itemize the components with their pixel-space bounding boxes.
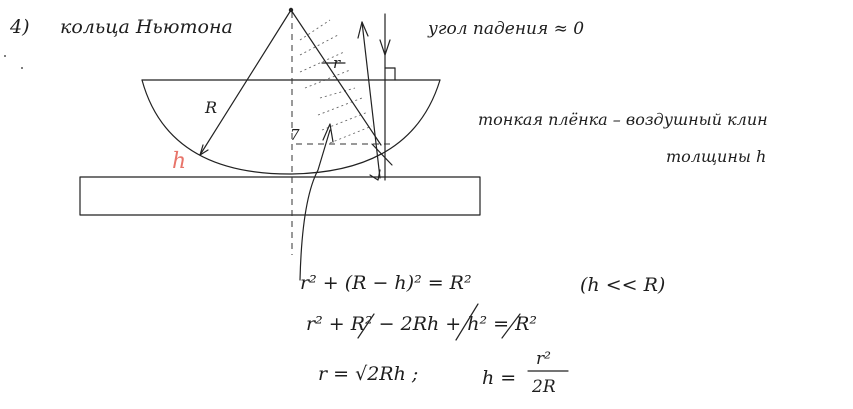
ray-short-diag [371,143,393,166]
cancel-stroke-R2-right [501,313,521,339]
incidence-angle-note: угол падения ≈ 0 [427,19,584,39]
condition-h-less-R: (h << R) [580,274,665,296]
cancel-stroke-h2 [455,303,479,341]
speck [21,67,23,69]
glass-plate [79,176,481,216]
equation-4-lhs: h = [482,367,516,389]
pointer-arrow [299,129,331,281]
equation-1: r² + (R − h)² = R² [300,272,472,294]
page-title: кольца Ньютона [60,16,233,38]
ray-vertical-arrowhead [379,39,391,56]
label-r: r [333,54,341,72]
equation-4-denominator: 2R [531,377,556,397]
hatched-region [299,19,373,144]
thickness-annotation: толщины h [666,147,766,166]
pointer-arrowhead [322,123,334,143]
radius-line-right [290,9,382,146]
label-h: h [172,149,186,174]
speck [4,55,6,57]
ray-bottom-arrowhead [369,169,381,181]
label-7: 7 [290,126,300,144]
equation-4-numerator: r² [536,349,551,369]
lens-curved-surface [141,79,441,175]
cancel-stroke-R2 [357,313,375,339]
radius-arrowhead [199,144,209,156]
ray-left [361,21,381,179]
ray-left-arrowhead [357,21,369,39]
equation-3: r = √2Rh ; [318,363,418,385]
thin-film-annotation: тонкая плёнка – воздушный клин [478,110,768,129]
label-R: R [204,98,217,117]
radius-line [199,9,292,156]
item-number: 4) [9,16,30,38]
equation-2: r² + R² − 2Rh + h² = R² [306,313,537,335]
